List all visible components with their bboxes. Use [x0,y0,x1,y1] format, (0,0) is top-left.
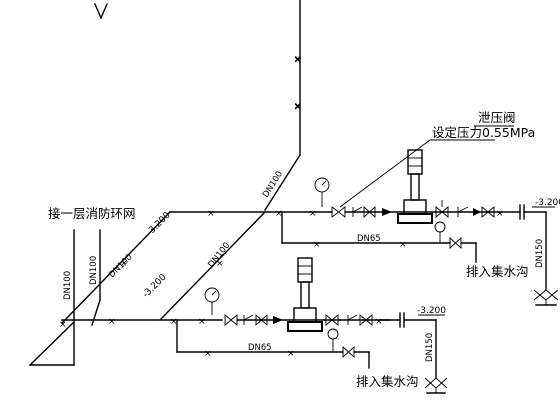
valve-upper-1 [331,206,346,218]
svg-text:×: × [287,349,295,359]
svg-text:×: × [204,349,212,359]
check-valve-lower-2 [347,314,358,325]
diagonal-upper: × [61,211,171,324]
pump-lower [283,257,326,332]
svg-text:×: × [275,209,283,219]
pipe-size-right-drop-upper: DN150 [535,239,545,268]
drain-label-upper: 排入集水沟 [466,264,529,279]
pipe-size-right-drop-lower: DN150 [425,333,435,362]
pipe-size-left-vertical-2: DN100 [89,256,99,285]
svg-text:×: × [294,102,302,112]
check-valve-upper [352,206,363,217]
svg-text:×: × [399,240,407,250]
valve-lower-3 [325,314,339,326]
branch-lower: × × [176,319,370,369]
right-drop-lower [379,312,448,394]
relief-valve-title: 泄压阀 [478,110,516,125]
check-valve-upper-2 [457,206,469,217]
pump-upper [392,149,436,224]
main-riser: × × [264,0,302,211]
diagonal-lower: × [159,211,266,321]
svg-text:×: × [375,317,383,327]
pipe-size-left-vertical-1: DN100 [63,271,73,300]
svg-text:×: × [294,55,302,65]
svg-text:×: × [309,209,317,219]
svg-text:×: × [496,209,504,219]
right-drop-upper [499,204,559,306]
valve-lower-1 [224,314,238,326]
svg-text:×: × [216,259,224,269]
relief-valve-setting: 设定压力0.55MPa [432,125,535,140]
pipe-size-diagonal-upper: DN100 [107,252,135,280]
connect-loop-label: 接一层消防环网 [48,206,136,221]
valve-lower-4 [359,314,373,326]
level-right-upper: -3.200 [535,198,560,208]
svg-text:×: × [198,317,206,327]
valve-upper-3 [435,200,449,218]
pipe-size-branch-upper: DN65 [357,234,381,244]
valve-upper-4 [473,206,495,218]
svg-text:×: × [313,240,321,250]
valve-lower-2 [255,313,283,327]
pressure-gauge-lower [204,287,220,315]
svg-text:×: × [108,317,116,327]
level-right-lower: -3.200 [417,306,446,316]
pressure-gauge-upper [314,177,330,207]
level-left-lower: -3.200 [141,272,169,300]
level-left-upper: -3.200 [145,210,173,238]
check-valve-lower [243,314,254,325]
left-verticals: × [29,229,101,366]
relief-valve-leader [339,125,514,208]
branch-upper: × × [281,211,477,263]
svg-text:×: × [59,320,67,330]
svg-text:×: × [207,209,215,219]
pipe-size-branch-lower: DN65 [248,343,272,353]
valve-upper-2 [363,205,392,219]
north-arrow-mark [94,3,108,19]
lower-main-pipe: × × × × [61,317,391,327]
drain-label-lower: 排入集水沟 [356,374,419,389]
svg-text:×: × [170,317,178,327]
svg-text:×: × [120,259,128,269]
